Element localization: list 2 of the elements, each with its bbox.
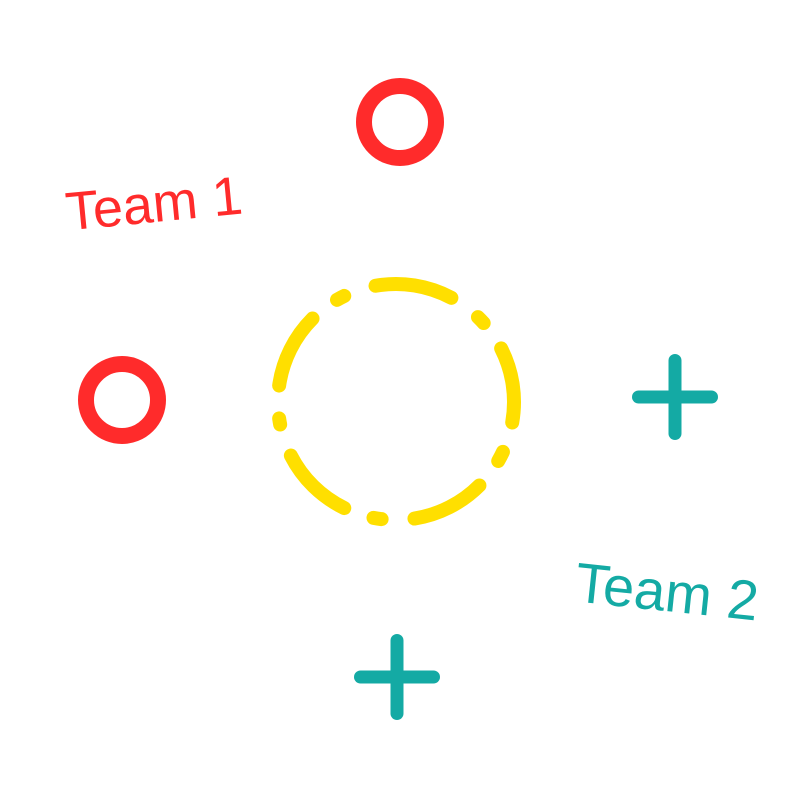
team-label: Team 2 xyxy=(572,554,762,630)
team-label: Team 1 xyxy=(63,168,245,240)
